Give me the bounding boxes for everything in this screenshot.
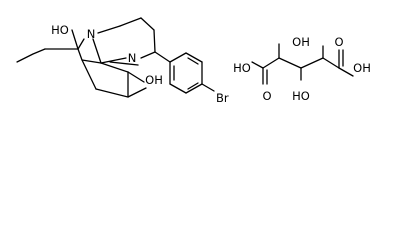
atom-label-o-left: O bbox=[262, 89, 271, 103]
atom-label-br: Br bbox=[216, 91, 229, 105]
atom-label-ho-left: HO bbox=[233, 61, 251, 75]
atom-label-oh-right: OH bbox=[353, 61, 371, 75]
chemical-structure-canvas: HO N N OH Br OH HO bbox=[16, 17, 371, 105]
molecule-2-skeleton bbox=[251, 43, 354, 85]
atom-label-n-mid: N bbox=[128, 51, 137, 65]
atom-label-oh-bottom: OH bbox=[145, 73, 163, 87]
molecule-1-skeleton bbox=[16, 17, 215, 98]
molecule-1-labels: HO N N OH Br bbox=[51, 23, 229, 105]
structure-svg: HO N N OH Br OH HO bbox=[16, 17, 371, 105]
molecule-2-labels: OH HO OH O O HO bbox=[233, 35, 371, 103]
atom-label-oh-top: OH bbox=[292, 35, 310, 49]
atom-label-o-right: O bbox=[334, 35, 343, 49]
atom-label-ho-bottom: HO bbox=[292, 89, 310, 103]
atom-label-n-top: N bbox=[87, 27, 96, 41]
atom-label-ho-top: HO bbox=[51, 23, 69, 37]
